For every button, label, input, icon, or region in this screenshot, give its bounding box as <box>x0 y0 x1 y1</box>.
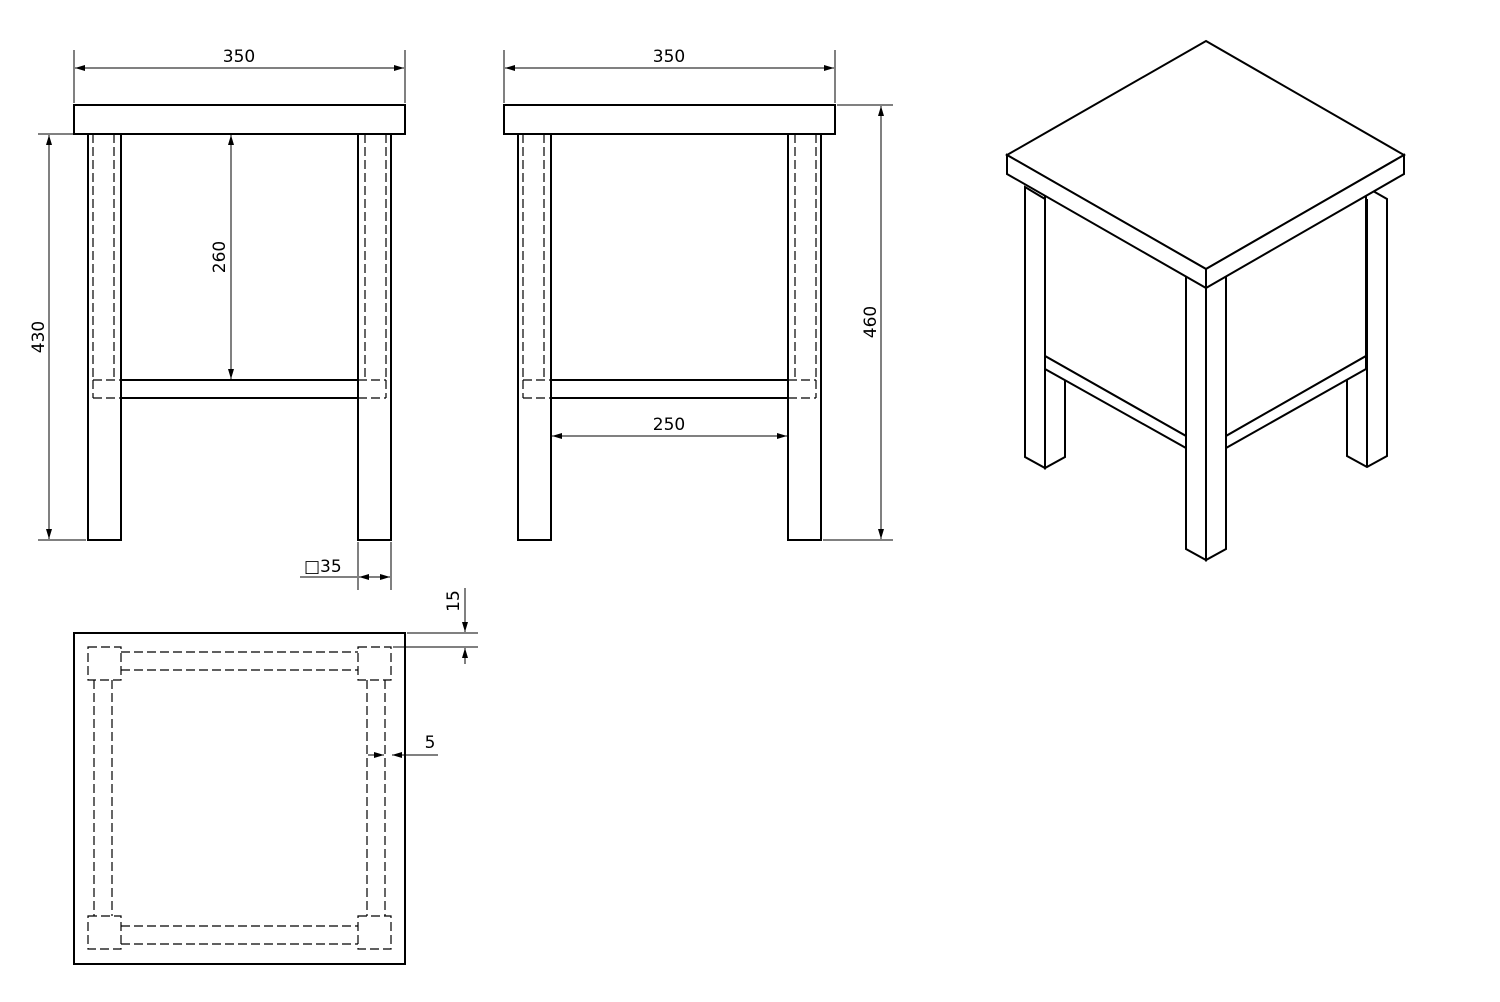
dim-rail-length-label: 250 <box>653 415 685 435</box>
dim-rail-clearance-label: 260 <box>210 241 230 273</box>
dim-leg-height-label: 430 <box>29 321 49 353</box>
dim-leg-height: 430 <box>29 133 86 541</box>
dim-leg-section: □35 <box>300 542 392 590</box>
front-view <box>73 104 406 541</box>
dim-rail-clearance: 260 <box>210 135 234 379</box>
dim-front-width: 350 <box>73 47 406 103</box>
side-left-leg <box>517 133 552 541</box>
top-view <box>73 632 406 965</box>
front-right-leg <box>357 133 392 541</box>
side-top-board <box>503 104 836 135</box>
dim-leg-section-label: □35 <box>304 557 342 577</box>
dim-side-width-label: 350 <box>653 47 685 67</box>
dim-leg-inset: 5 <box>368 733 438 758</box>
front-top-board <box>73 104 406 135</box>
side-view <box>503 104 836 541</box>
front-left-leg <box>87 133 122 541</box>
dim-rail-length: 250 <box>552 415 787 439</box>
dim-top-thickness-label: 15 <box>444 590 464 612</box>
dim-side-width: 350 <box>503 47 836 103</box>
dim-total-height-label: 460 <box>861 306 881 338</box>
dim-top-thickness: 15 <box>393 588 478 664</box>
dim-total-height: 460 <box>823 104 893 541</box>
dim-leg-inset-label: 5 <box>425 733 436 753</box>
top-view-board <box>73 632 406 965</box>
side-right-leg <box>787 133 822 541</box>
dim-front-width-label: 350 <box>223 47 255 67</box>
isometric-view <box>1004 39 1407 562</box>
